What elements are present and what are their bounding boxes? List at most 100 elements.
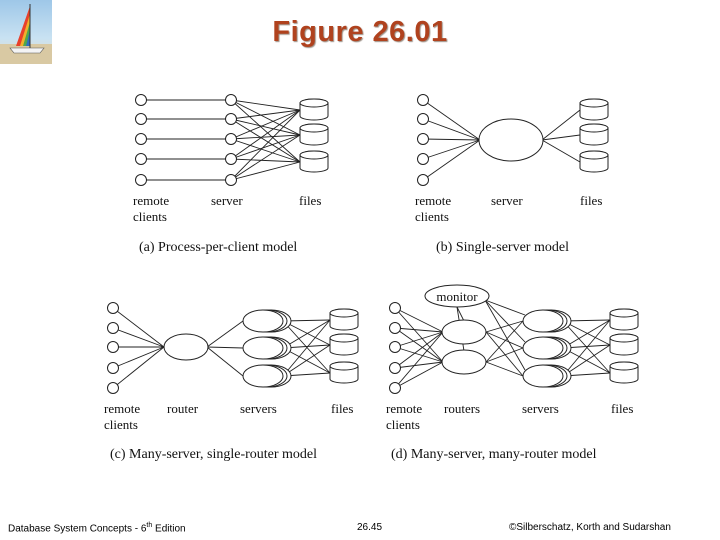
- panel-d-remote-label: remote: [386, 401, 422, 416]
- connection-line: [282, 344, 331, 377]
- file-disk: [299, 150, 329, 173]
- connection-line: [422, 99, 481, 141]
- panel-c-servers-label: servers: [240, 401, 277, 416]
- connection-line: [230, 109, 301, 140]
- connection-line: [485, 361, 524, 377]
- client-node: [417, 94, 429, 106]
- file-disk: [329, 361, 359, 384]
- panel-d-routers-label: routers: [444, 401, 480, 416]
- connection-line: [230, 109, 301, 120]
- connection-line: [112, 346, 165, 389]
- router-node: [163, 333, 209, 361]
- connection-line: [282, 319, 331, 349]
- panel-b-server-label: server: [491, 193, 523, 208]
- connection-line: [562, 344, 611, 377]
- connection-line: [282, 320, 331, 346]
- client-node: [389, 362, 401, 374]
- client-node: [135, 113, 147, 125]
- connection-line: [112, 346, 165, 369]
- connection-line: [422, 139, 481, 160]
- server-node: [242, 309, 292, 333]
- file-disk: [329, 333, 359, 356]
- connection-line: [230, 134, 301, 140]
- client-node: [225, 174, 237, 186]
- file-disk: [299, 123, 329, 146]
- file-disk: [609, 333, 639, 356]
- client-node: [135, 94, 147, 106]
- panel-a-server-label: server: [211, 193, 243, 208]
- panel-b-files-label: files: [580, 193, 602, 208]
- connection-line: [394, 361, 444, 369]
- client-node: [107, 382, 119, 394]
- footer-copyright: ©Silberschatz, Korth and Sudarshan: [509, 522, 671, 533]
- server-node: [522, 364, 572, 388]
- connection-lines: [112, 99, 611, 389]
- client-node: [107, 322, 119, 334]
- connection-line: [230, 99, 301, 136]
- file-disk: [329, 308, 359, 331]
- server-node: [242, 364, 292, 388]
- connection-line: [230, 109, 301, 181]
- connection-line: [230, 134, 301, 160]
- panel-d-caption: (d) Many-server, many-router model: [391, 447, 597, 462]
- client-node: [135, 153, 147, 165]
- connection-line: [230, 134, 301, 181]
- connection-line: [394, 346, 444, 363]
- connection-line: [230, 99, 301, 111]
- client-node: [389, 322, 401, 334]
- panel-b-caption: (b) Single-server model: [436, 240, 569, 255]
- client-node: [417, 113, 429, 125]
- panel-a-clients-label: clients: [133, 209, 167, 224]
- connection-line: [112, 307, 165, 348]
- panel-a-remote-label: remote: [133, 193, 169, 208]
- panel-c-clients-label: clients: [104, 417, 138, 432]
- file-disk: [579, 123, 609, 146]
- file-disk: [579, 150, 609, 173]
- panel-b-clients-label: clients: [415, 209, 449, 224]
- connection-line: [484, 299, 526, 316]
- connection-line: [562, 320, 611, 374]
- panel-a-files-label: files: [299, 193, 321, 208]
- footer-book-title: Database System Concepts - 6th Edition: [8, 522, 186, 535]
- monitor-node: [424, 284, 490, 308]
- connection-line: [394, 331, 444, 389]
- connection-line: [456, 306, 465, 322]
- connection-line: [562, 319, 611, 349]
- panel-b-remote-label: remote: [415, 193, 451, 208]
- connection-line: [485, 320, 524, 333]
- connection-line: [484, 299, 526, 343]
- client-node: [389, 302, 401, 314]
- connection-line: [206, 346, 244, 349]
- client-node: [417, 133, 429, 145]
- server-node: [522, 336, 572, 360]
- client-node: [225, 153, 237, 165]
- server-node: [522, 309, 572, 333]
- connection-line: [394, 331, 444, 348]
- client-node: [107, 362, 119, 374]
- connection-line: [485, 347, 524, 363]
- client-node: [225, 94, 237, 106]
- connection-line: [541, 139, 581, 163]
- connection-line: [485, 331, 524, 377]
- connection-line: [230, 158, 301, 163]
- panel-d-files-label: files: [611, 401, 633, 416]
- connection-line: [230, 118, 301, 136]
- connection-line: [282, 320, 331, 374]
- connection-line: [484, 299, 526, 371]
- client-node: [417, 174, 429, 186]
- client-node: [107, 341, 119, 353]
- connection-line: [394, 327, 444, 333]
- connection-line: [230, 138, 301, 163]
- client-node: [135, 174, 147, 186]
- panel-c-caption: (c) Many-server, single-router model: [110, 447, 317, 462]
- connection-line: [485, 331, 524, 349]
- router-node: [441, 349, 487, 375]
- connection-line: [112, 327, 165, 348]
- file-disk: [579, 98, 609, 121]
- panel-c-remote-label: remote: [104, 401, 140, 416]
- connection-line: [206, 346, 244, 377]
- connection-line: [206, 320, 244, 348]
- file-disk: [609, 361, 639, 384]
- panel-a-caption: (a) Process-per-client model: [139, 240, 297, 255]
- connection-line: [394, 327, 444, 363]
